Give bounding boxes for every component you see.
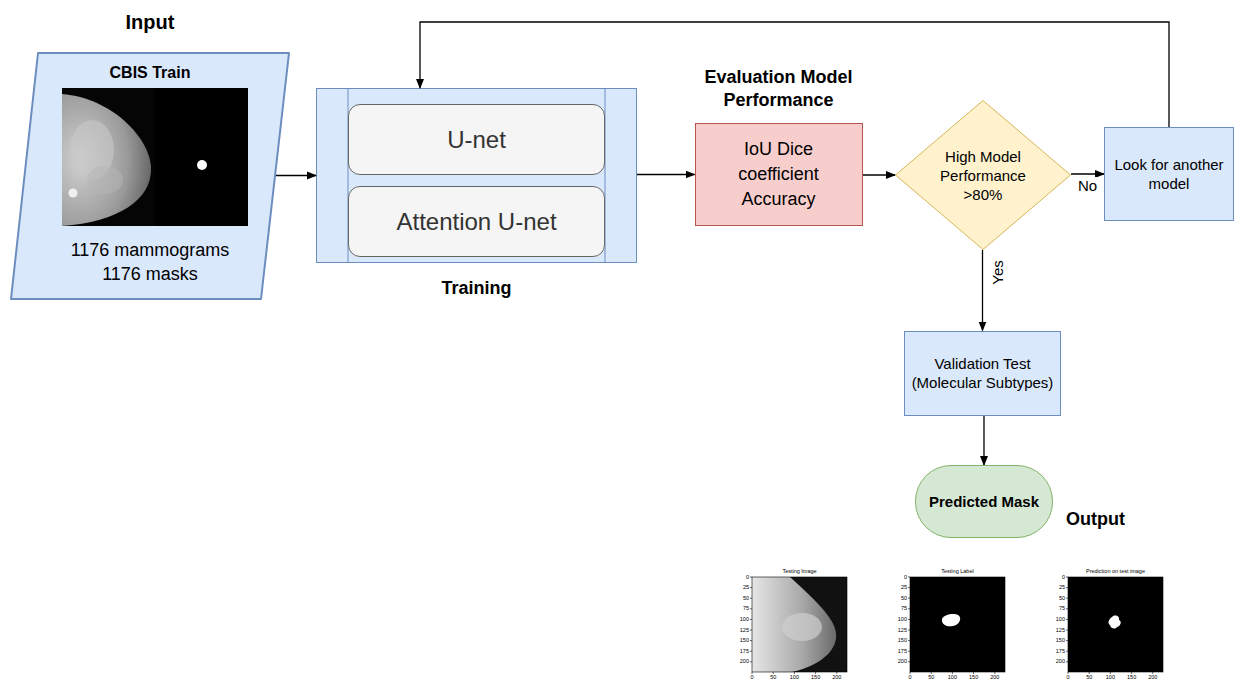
section-label: Training [316,277,637,299]
tick-label: 125 [736,627,749,634]
output-label: Output [1066,508,1125,530]
flow-arrow [637,174,695,175]
tick-label: 125 [1052,627,1065,634]
mask-image [155,88,248,226]
tick-label: 200 [829,674,845,681]
flow-arrow [863,174,896,175]
tick-label: 150 [808,674,824,681]
tick-label: 25 [736,584,749,591]
tick-label: 25 [1052,584,1065,591]
metric-list: IoU Dice coefficient Accuracy [709,137,849,212]
tick-label: 0 [1060,674,1076,681]
edge-label: Yes [989,258,1006,286]
tick-label: 75 [736,605,749,612]
terminal-text: Predicted Mask [929,492,1039,511]
tick-label: 50 [765,674,781,681]
tick-label: 75 [894,605,907,612]
tick-label: 0 [1052,574,1065,581]
section-heading: Evaluation Model Performance [686,66,872,112]
flow-arrow [276,175,316,176]
tick-label: 50 [736,595,749,602]
tick-label: 150 [894,637,907,644]
model-name: U-net [447,126,506,154]
tick-label: 200 [1145,674,1161,681]
tick-label: 50 [923,674,939,681]
input-parallelogram-outline [10,52,290,300]
flow-arrow [983,416,984,466]
testing-label-plot [910,577,1005,672]
tick-label: 150 [966,674,982,681]
tick-label: 0 [736,574,749,581]
plot-title: Testing Image [752,568,847,575]
tick-label: 50 [894,595,907,602]
metrics-box: Evaluation Model PerformanceIoU Dice coe… [695,123,863,226]
tick-label: 25 [894,584,907,591]
tick-label: 0 [894,574,907,581]
process-box: Validation Test (Molecular Subtypes) [904,331,1061,416]
tick-label: 100 [944,674,960,681]
flow-arrow [982,250,983,331]
process-text: Validation Test (Molecular Subtypes) [910,354,1055,392]
tick-label: 100 [736,616,749,623]
tick-label: 75 [1052,605,1065,612]
tick-label: 50 [1081,674,1097,681]
prediction-plot [1068,577,1163,672]
model-box: U-net [348,104,605,175]
tick-label: 0 [744,674,760,681]
testing-image-plot [752,577,847,672]
section-heading: Input [10,10,290,34]
tick-label: 100 [1102,674,1118,681]
tick-label: 200 [894,658,907,665]
tick-label: 175 [1052,648,1065,655]
tick-label: 175 [894,648,907,655]
edge-label: No [1076,177,1099,194]
tick-label: 175 [736,648,749,655]
flow-arrow [1071,173,1104,174]
process-box: Look for another model [1104,127,1234,221]
tick-label: 0 [902,674,918,681]
decision-text: High Model Performance >80% [934,147,1032,204]
training-process-box: U-netAttention U-netTraining [316,88,637,263]
tick-label: 150 [736,637,749,644]
plot-axes [750,577,1163,674]
model-name: Attention U-net [396,208,556,236]
plot-title: Testing Label [910,568,1005,575]
tick-label: 100 [894,616,907,623]
dataset-count: 1176 mammograms 1176 masks [64,238,236,286]
tick-label: 150 [1052,637,1065,644]
dataset-title: CBIS Train [60,63,240,83]
mammogram-image [62,88,155,226]
tick-label: 50 [1052,595,1065,602]
tick-label: 200 [1052,658,1065,665]
terminal-pill: Predicted Mask [915,465,1053,538]
tick-label: 200 [987,674,1003,681]
input-parallelogram: InputCBIS Train1176 mammograms 1176 mask… [10,52,290,300]
process-text: Look for another model [1110,155,1228,193]
tick-label: 150 [1124,674,1140,681]
tick-label: 125 [894,627,907,634]
tick-label: 100 [786,674,802,681]
decision-diamond: High Model Performance >80% [895,100,1071,250]
tick-label: 200 [736,658,749,665]
model-box: Attention U-net [348,186,605,257]
plot-title: Prediction on test image [1068,568,1163,575]
tick-label: 100 [1052,616,1065,623]
